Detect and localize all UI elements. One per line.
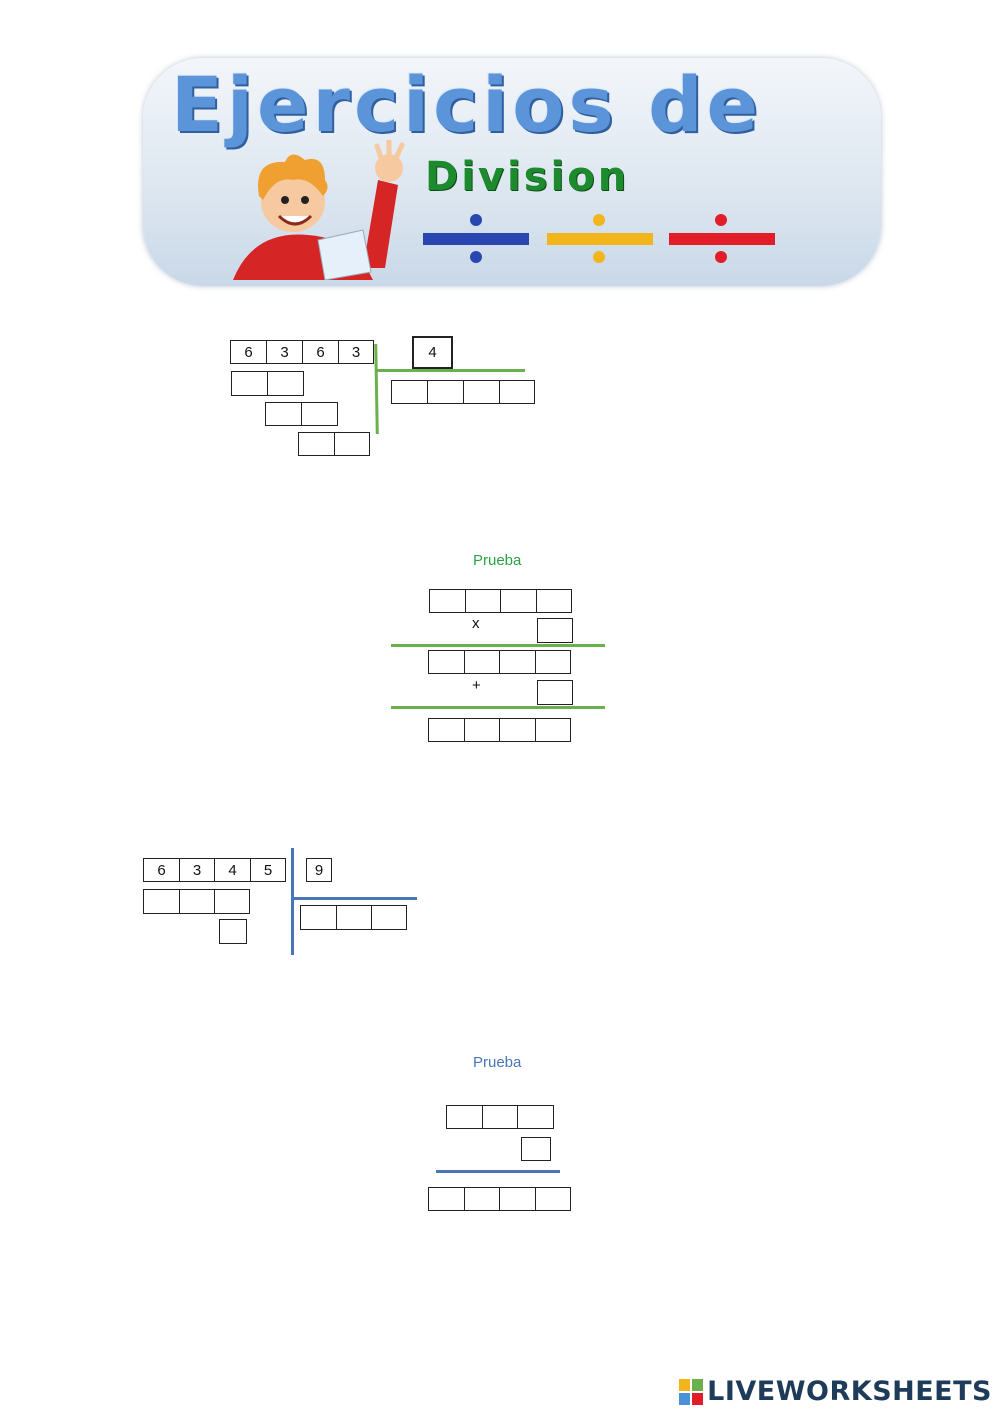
proof-input[interactable] <box>465 589 501 613</box>
proof-line <box>391 644 605 647</box>
logo-grid-icon <box>679 1378 704 1405</box>
partial-input[interactable] <box>298 432 335 456</box>
remainder-input[interactable] <box>219 919 247 944</box>
liveworksheets-logo: LIVEWORKSHEETS <box>679 1376 992 1407</box>
multiply-sign: x <box>472 615 480 632</box>
quotient-input[interactable] <box>371 905 407 930</box>
dividend-digit: 6 <box>302 340 339 364</box>
dividend-digit: 3 <box>266 340 303 364</box>
proof-input[interactable] <box>535 650 571 674</box>
proof-label: Prueba <box>473 552 522 569</box>
quotient-input[interactable] <box>300 905 337 930</box>
proof-input[interactable] <box>500 589 537 613</box>
division-horizontal-line <box>293 897 417 900</box>
proof-input[interactable] <box>536 589 572 613</box>
dividend-digit: 5 <box>250 858 286 882</box>
proof-line <box>391 706 605 709</box>
proof-input[interactable] <box>537 680 573 705</box>
partial-input[interactable] <box>179 889 215 914</box>
divisor-box: 9 <box>306 858 332 882</box>
dividend-digit: 6 <box>230 340 267 364</box>
proof-input[interactable] <box>535 718 571 742</box>
proof-input[interactable] <box>499 1187 536 1211</box>
quotient-input[interactable] <box>463 380 500 404</box>
quotient-input[interactable] <box>427 380 464 404</box>
division-symbols-icon <box>423 214 775 263</box>
page-title: Ejercicios de <box>171 60 763 149</box>
dividend-digit: 6 <box>143 858 180 882</box>
division-horizontal-line <box>377 369 525 372</box>
student-cartoon-icon <box>233 140 405 280</box>
header-banner: Ejercicios de Division <box>143 58 881 286</box>
page-subtitle: Division <box>425 154 630 200</box>
proof-input[interactable] <box>464 718 500 742</box>
plus-sign: + <box>472 677 481 694</box>
partial-input[interactable] <box>143 889 180 914</box>
proof-input[interactable] <box>428 650 465 674</box>
quotient-input[interactable] <box>336 905 372 930</box>
division-vertical-line <box>374 343 379 435</box>
logo-text: LIVEWORKSHEETS <box>707 1376 992 1407</box>
proof-input[interactable] <box>464 1187 500 1211</box>
proof-input[interactable] <box>428 1187 465 1211</box>
proof-input[interactable] <box>537 618 573 643</box>
partial-input[interactable] <box>334 432 370 456</box>
divisor-box: 4 <box>412 336 453 369</box>
partial-input[interactable] <box>214 889 250 914</box>
proof-input[interactable] <box>446 1105 483 1129</box>
proof-input[interactable] <box>429 589 466 613</box>
proof-label: Prueba <box>473 1054 522 1071</box>
proof-input[interactable] <box>499 650 536 674</box>
division-vertical-line <box>291 848 294 955</box>
quotient-input[interactable] <box>499 380 535 404</box>
proof-input[interactable] <box>517 1105 554 1129</box>
proof-input[interactable] <box>482 1105 518 1129</box>
quotient-input[interactable] <box>391 380 428 404</box>
partial-input[interactable] <box>231 371 268 396</box>
proof-line <box>436 1170 560 1173</box>
dividend-digit: 3 <box>338 340 374 364</box>
partial-input[interactable] <box>265 402 302 426</box>
dividend-digit: 3 <box>179 858 215 882</box>
proof-input[interactable] <box>464 650 500 674</box>
proof-input[interactable] <box>428 718 465 742</box>
proof-input[interactable] <box>535 1187 571 1211</box>
proof-input[interactable] <box>499 718 536 742</box>
dividend-digit: 4 <box>214 858 251 882</box>
partial-input[interactable] <box>301 402 338 426</box>
proof-input[interactable] <box>521 1137 551 1161</box>
partial-input[interactable] <box>267 371 304 396</box>
